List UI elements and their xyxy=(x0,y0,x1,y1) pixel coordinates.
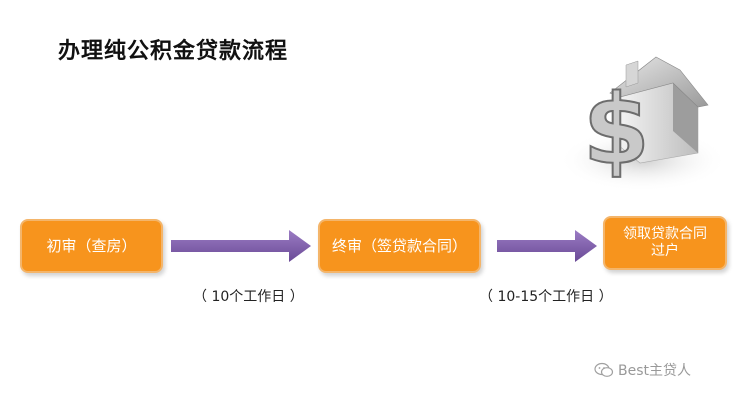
step-final-review-label: 终审（签贷款合同） xyxy=(331,236,467,255)
step-initial-review: 初审（查房） xyxy=(20,219,163,273)
arrow-right-icon xyxy=(497,230,597,262)
step-initial-review-label: 初审（查房） xyxy=(46,236,137,255)
wechat-icon xyxy=(594,362,614,377)
duration-final-review: （ 10-15个工作日 ） xyxy=(479,289,613,305)
watermark-text: Best主贷人 xyxy=(618,363,692,379)
page-title: 办理纯公积金贷款流程 xyxy=(58,39,289,64)
house-dollar-illustration: $ xyxy=(558,56,728,192)
duration-initial-review: （ 10个工作日 ） xyxy=(193,289,304,305)
step-receive-contract-transfer: 领取贷款合同 过户 xyxy=(603,216,727,270)
step-receive-contract-label: 领取贷款合同 xyxy=(623,225,707,242)
svg-text:$: $ xyxy=(583,74,650,186)
watermark: Best主贷人 xyxy=(594,360,691,380)
step-final-review: 终审（签贷款合同） xyxy=(318,219,481,273)
arrow-right-icon xyxy=(171,230,311,262)
step-transfer-label: 过户 xyxy=(651,243,679,259)
